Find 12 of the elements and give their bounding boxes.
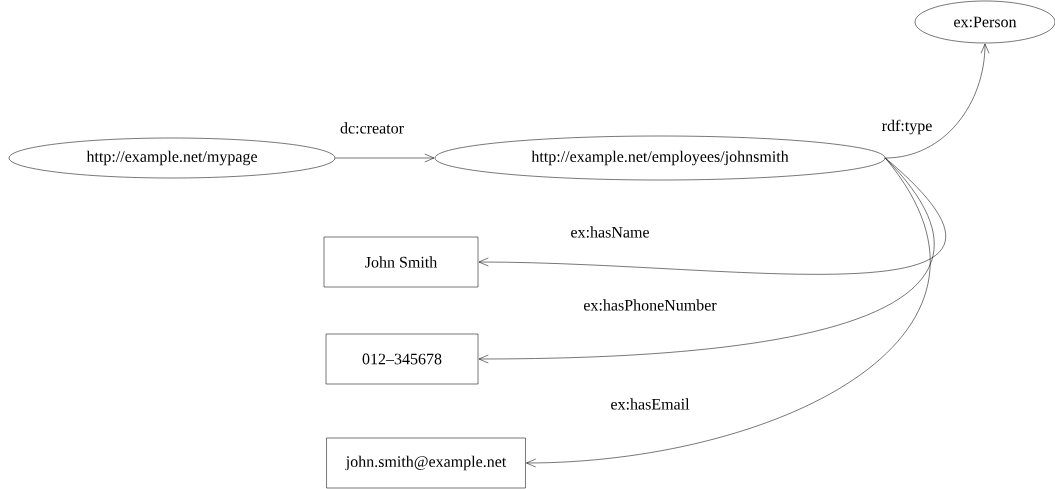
edge-label: ex:hasPhoneNumber [582,298,718,312]
edge-label: dc:creator [338,121,406,135]
literal-box: John Smith [323,236,479,288]
literal-box: 012–345678 [325,333,479,385]
edge-label: ex:hasEmail [609,397,691,411]
arrow [885,43,990,159]
arrow [478,157,934,364]
edge-label: ex:hasName [569,225,651,239]
literal-box: john.smith@example.net [326,437,526,489]
arrow [526,157,930,468]
edge-label: rdf:type [880,118,934,136]
arrow [335,153,435,163]
